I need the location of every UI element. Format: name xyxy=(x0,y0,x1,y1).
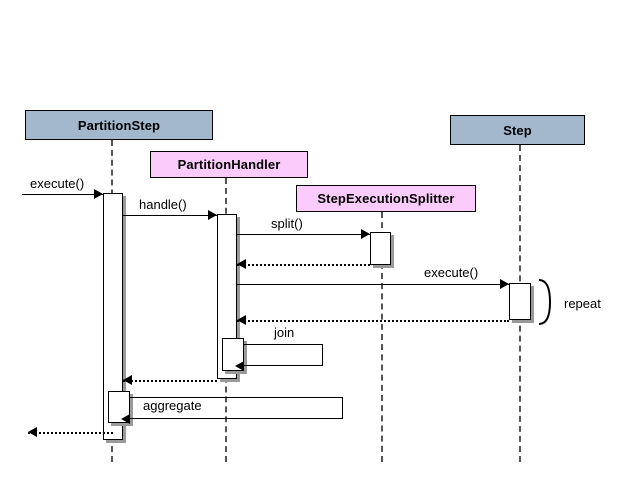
arrowhead-msg-execute-out-return xyxy=(28,427,37,437)
participant-label-partition-step: PartitionStep xyxy=(77,117,161,133)
message-line-msg-execute-step xyxy=(237,284,509,285)
message-line-msg-execute-in xyxy=(22,194,103,195)
arrowhead-msg-handle xyxy=(208,210,217,220)
message-line-msg-execute-out-return xyxy=(28,432,113,434)
message-label-msg-handle: handle() xyxy=(139,197,187,212)
participant-label-partition-handler: PartitionHandler xyxy=(177,157,281,172)
arrowhead-msg-split-return xyxy=(237,259,246,269)
annotation-repeat-brace xyxy=(537,278,555,326)
activation-act-partition-handler xyxy=(217,214,237,379)
arrowhead-selfcall-join xyxy=(235,361,244,371)
message-label-msg-execute-step: execute() xyxy=(424,265,479,280)
annotation-label-repeat-brace: repeat xyxy=(564,296,601,311)
participant-label-step: Step xyxy=(503,122,532,138)
arrowhead-selfcall-aggregate xyxy=(121,414,130,424)
lifeline-step-execution-splitter xyxy=(381,212,383,462)
arrowhead-msg-handle-return xyxy=(123,375,132,385)
message-label-msg-execute-in: execute() xyxy=(30,176,85,191)
participant-step-execution-splitter[interactable]: StepExecutionSplitter xyxy=(296,185,476,212)
selfcall-selfcall-join xyxy=(244,344,323,366)
activation-act-step xyxy=(509,283,531,320)
activation-act-splitter xyxy=(370,232,391,265)
activation-act-partition-step xyxy=(103,193,123,440)
arrowhead-msg-execute-step-return xyxy=(237,315,246,325)
participant-partition-handler[interactable]: PartitionHandler xyxy=(150,151,308,178)
participant-step[interactable]: Step xyxy=(450,115,585,145)
selfcall-label-selfcall-join: join xyxy=(274,325,295,340)
arrowhead-msg-execute-in xyxy=(94,189,103,199)
selfcall-label-selfcall-aggregate: aggregate xyxy=(143,398,202,413)
message-label-msg-split: split() xyxy=(271,216,303,231)
arrowhead-msg-split xyxy=(361,229,370,239)
participant-label-step-execution-splitter: StepExecutionSplitter xyxy=(317,191,455,206)
arrowhead-msg-execute-step xyxy=(500,279,509,289)
repeat-brace-icon xyxy=(538,279,552,325)
participant-partition-step[interactable]: PartitionStep xyxy=(25,110,213,140)
message-line-msg-split xyxy=(237,234,370,235)
message-line-msg-handle xyxy=(123,215,217,216)
selfcall-selfcall-aggregate xyxy=(130,397,343,419)
message-line-msg-handle-return xyxy=(123,380,217,382)
message-line-msg-execute-step-return xyxy=(237,320,509,322)
message-line-msg-split-return xyxy=(237,264,370,266)
